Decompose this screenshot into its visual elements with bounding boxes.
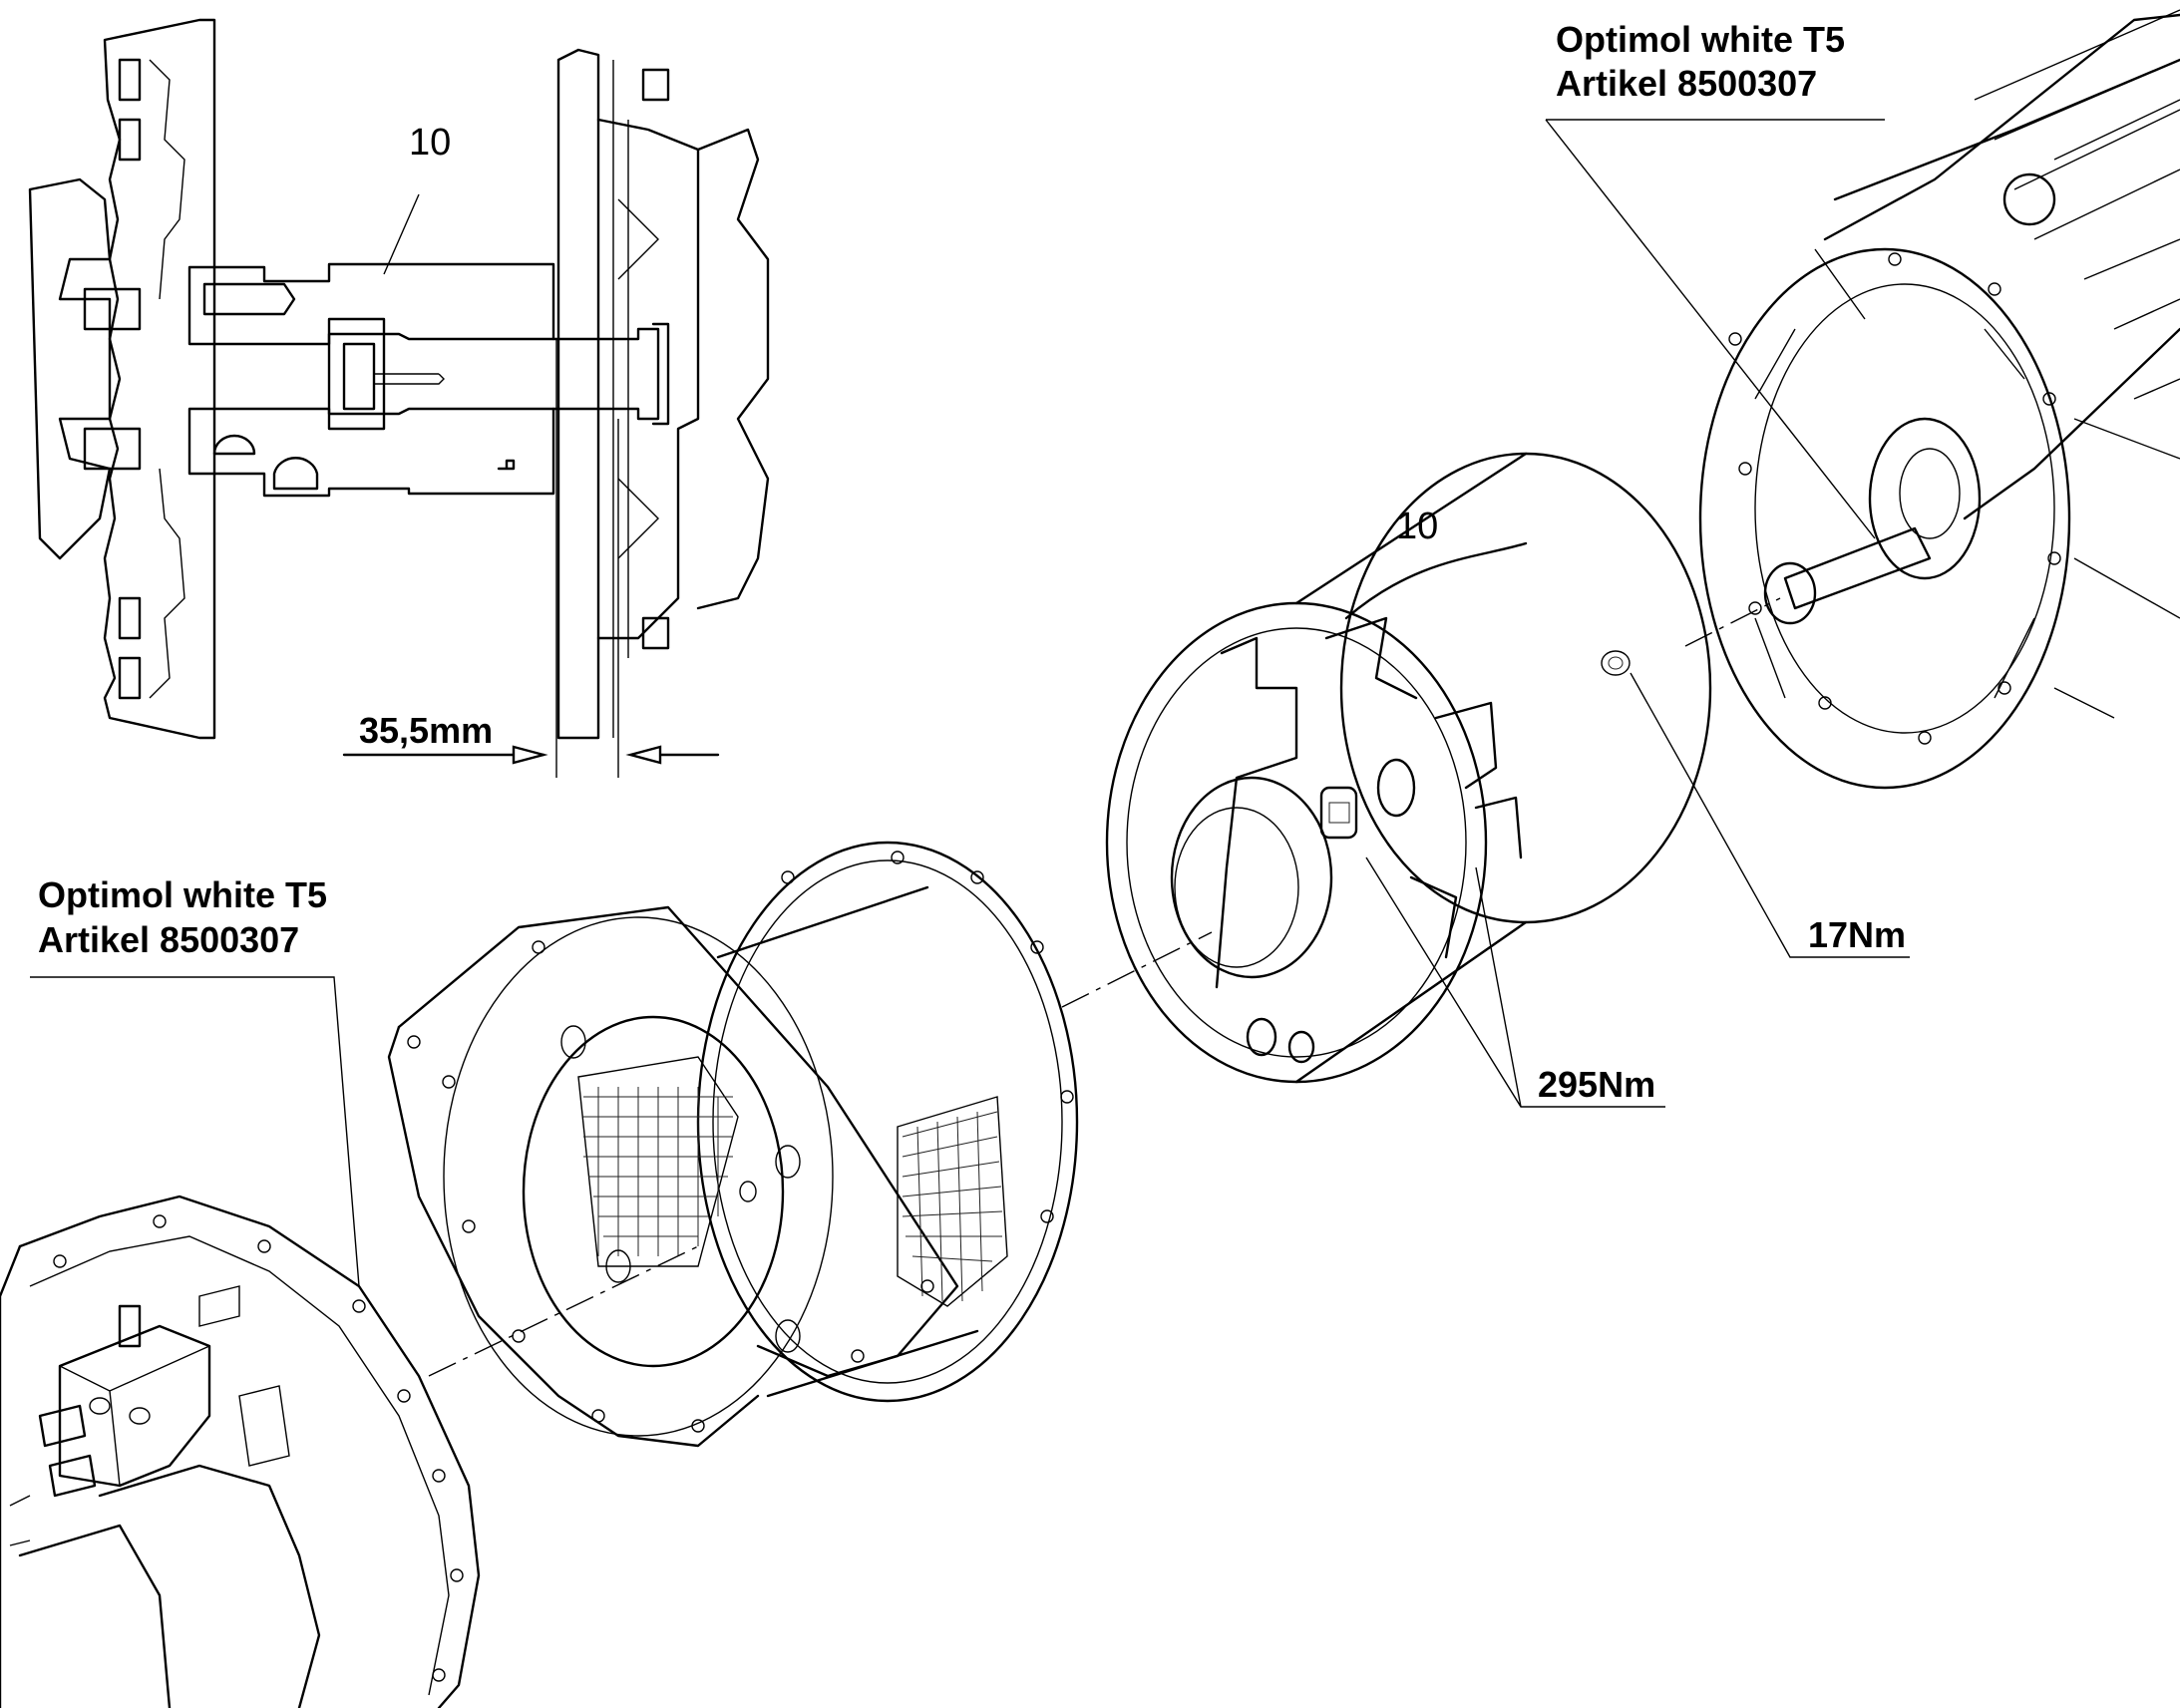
pump-drawing	[0, 1195, 481, 1708]
leader-lines	[30, 119, 1910, 1287]
torque-label: 295Nm	[1538, 1064, 1655, 1105]
coupling-hub-drawing	[1105, 452, 1712, 1084]
center-lines	[428, 597, 1781, 1377]
motor-drawing	[1698, 9, 2180, 790]
lubricant-label: Artikel 8500307	[38, 919, 299, 960]
dimension-label: 35,5mm	[359, 710, 493, 751]
lubricant-label: Optimol white T5	[38, 874, 327, 915]
adapter-housing-drawing	[387, 841, 1079, 1448]
lubricant-label: Artikel 8500307	[1556, 63, 1817, 104]
section-view-drawing	[28, 18, 770, 778]
part-number-label: 10	[409, 122, 451, 164]
part-number-label: 10	[1396, 506, 1438, 547]
torque-label: 17Nm	[1808, 914, 1906, 955]
lubricant-label: Optimol white T5	[1556, 19, 1845, 60]
